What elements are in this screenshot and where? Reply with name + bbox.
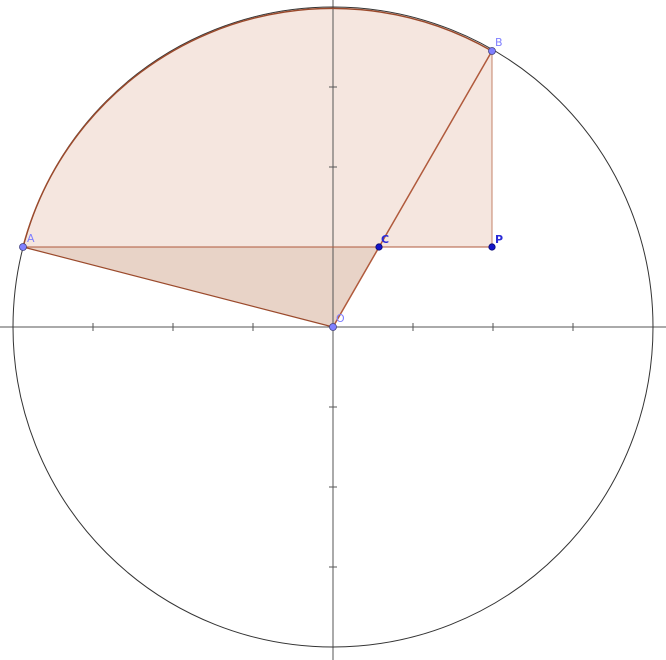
- arc-ab: [22, 7, 493, 248]
- point-c[interactable]: [375, 243, 383, 251]
- segment-ao: [22, 246, 334, 328]
- label-o: O: [336, 312, 345, 325]
- label-b: B: [495, 36, 503, 49]
- triangle-aco: [23, 247, 379, 327]
- label-a: A: [27, 232, 35, 245]
- unit-circle: [12, 6, 654, 648]
- x-axis-ticks: [92, 323, 574, 331]
- shaded-region: [23, 8, 492, 248]
- point-a[interactable]: [19, 243, 27, 251]
- point-o[interactable]: [329, 323, 337, 331]
- point-b[interactable]: [488, 47, 496, 55]
- label-p: P: [495, 233, 503, 246]
- segment-bo: [332, 50, 493, 328]
- label-c: C: [381, 233, 389, 246]
- point-p[interactable]: [488, 243, 496, 251]
